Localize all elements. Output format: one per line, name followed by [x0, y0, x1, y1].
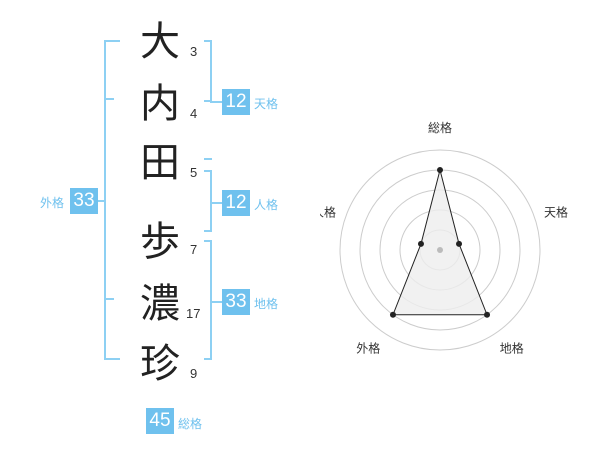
- radar-point-5: [417, 240, 424, 247]
- stroke-count-2: 4: [190, 106, 198, 121]
- stroke-count-4: 7: [190, 242, 198, 257]
- gaikaku-connector: [98, 200, 106, 202]
- radar-area: [392, 169, 488, 316]
- tenkaku-badge: 12: [222, 89, 250, 115]
- stroke-count-5: 17: [186, 306, 201, 321]
- chikaku-bracket-top: [204, 240, 212, 242]
- soukaku-label: 総格: [178, 417, 203, 431]
- chikaku-badge: 33: [222, 289, 250, 315]
- tenkaku-bracket-top: [204, 40, 212, 42]
- radar-axis-label-4: 外格: [356, 341, 380, 356]
- gaikaku-label: 外格: [40, 196, 65, 210]
- radar-points: [389, 167, 491, 318]
- tenkaku-connector: [210, 101, 222, 103]
- jinkaku-bracket-top: [204, 170, 212, 172]
- name-char-1: 大: [140, 19, 180, 65]
- jinkaku-connector: [210, 202, 222, 204]
- stroke-count-1: 3: [190, 44, 198, 59]
- jinkaku-label: 人格: [254, 198, 279, 212]
- jinkaku-badge: 12: [222, 190, 250, 216]
- jinkaku-bracket-vertical: [210, 170, 212, 232]
- name-char-2: 内: [140, 81, 180, 127]
- tenkaku-mid-tick: [204, 158, 212, 160]
- radar-axis-label-1: 総格: [428, 120, 452, 135]
- name-char-5: 濃: [140, 281, 180, 327]
- gaikaku-bracket-tick-2: [104, 298, 114, 300]
- chikaku-label: 地格: [254, 297, 279, 311]
- radar-point-2: [456, 240, 463, 247]
- name-char-4: 歩: [140, 219, 180, 265]
- radar-point-4: [389, 311, 396, 318]
- chikaku-bracket-vertical: [210, 240, 212, 360]
- soukaku-badge: 45: [146, 408, 174, 434]
- stroke-count-3: 5: [190, 165, 198, 180]
- radar-axis-label-3: 地格: [500, 341, 524, 356]
- radar-axis-label-5: 人格: [320, 204, 336, 219]
- radar-ring-5: [339, 149, 541, 351]
- name-char-6: 珍: [140, 341, 180, 387]
- gaikaku-bracket-bottom: [104, 358, 120, 360]
- radar-point-3: [484, 311, 491, 318]
- stroke-count-6: 9: [190, 366, 198, 381]
- tenkaku-label: 天格: [254, 97, 279, 111]
- gaikaku-bracket-tick-1: [104, 98, 114, 100]
- radar-point-1: [437, 167, 443, 173]
- gaikaku-badge: 33: [70, 188, 98, 214]
- chikaku-bracket-bottom: [204, 358, 212, 360]
- name-char-3: 田: [140, 140, 180, 186]
- tenkaku-bracket-vertical: [210, 40, 212, 102]
- tenkaku-bracket-bottom: [204, 100, 212, 102]
- radar-center: [437, 247, 443, 253]
- gaikaku-bracket-top: [104, 40, 120, 42]
- chikaku-connector: [210, 301, 222, 303]
- radar-axis-label-2: 天格: [544, 204, 568, 219]
- jinkaku-bracket-bottom: [204, 230, 212, 232]
